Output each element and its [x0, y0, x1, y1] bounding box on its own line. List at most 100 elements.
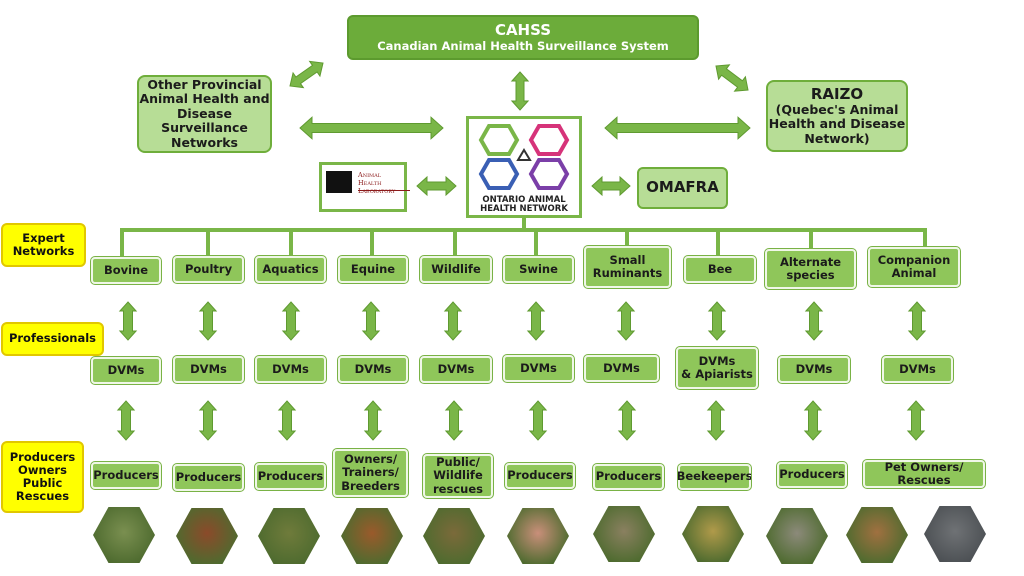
other-provincial-box: Other Provincial Animal Health and Disea…: [137, 75, 272, 153]
producer-line: Beekeepers: [676, 469, 753, 484]
row-label-line: Networks: [12, 244, 75, 258]
producer-box: Producers: [504, 462, 576, 490]
expert-network-line: Animal: [891, 266, 937, 280]
professional-box: DVMs: [337, 355, 409, 384]
expert-network-box: Wildlife: [419, 255, 493, 284]
producer-line: Owners/: [343, 452, 398, 467]
double-arrow-icon: [118, 301, 138, 341]
other-provincial-line: Surveillance: [161, 120, 248, 136]
expert-network-box: Alternate species: [764, 248, 857, 290]
raizo-line: Network): [804, 130, 870, 146]
oahn-label-line: ONTARIO ANIMAL: [482, 195, 566, 205]
producer-box: Producers: [592, 463, 665, 491]
professional-line: DVMs: [190, 361, 227, 376]
expert-network-line: Small: [609, 252, 646, 267]
professional-box: DVMs: [172, 355, 245, 384]
professional-line: DVMs: [520, 360, 557, 375]
row-label-line: Owners: [18, 462, 67, 477]
producer-line: Producers: [175, 469, 242, 484]
double-arrow-icon: [198, 400, 218, 441]
double-arrow-icon: [617, 400, 637, 441]
professional-box: DVMs: [777, 355, 851, 384]
professional-box: DVMs: [254, 355, 327, 384]
producer-line: Pet Owners/: [884, 459, 964, 474]
raizo-line: Health and Disease: [768, 116, 906, 132]
producer-box: Owners/ Trainers/ Breeders: [332, 448, 409, 498]
double-arrow-icon: [361, 301, 381, 341]
professional-line: DVMs: [272, 361, 309, 376]
expert-network-box: Bee: [683, 255, 757, 284]
double-arrow-icon: [616, 301, 636, 341]
expert-network-box: Small Ruminants: [583, 245, 672, 289]
university-shield-icon: [326, 171, 352, 193]
double-arrow-icon: [416, 175, 457, 197]
producer-line: Producers: [257, 468, 324, 483]
expert-network-box: Equine: [337, 255, 409, 284]
omafra-label: OMAFRA: [646, 178, 719, 197]
producer-line: Public/: [436, 455, 480, 470]
tree-connector: [120, 218, 927, 257]
producer-box: Pet Owners/ Rescues: [862, 459, 986, 489]
producer-box: Producers: [172, 463, 245, 492]
double-arrow-icon: [707, 301, 727, 341]
raizo-box: RAIZO (Quebec's Animal Health and Diseas…: [766, 80, 908, 152]
other-provincial-line: Disease: [177, 105, 232, 121]
expert-network-line: Alternate: [779, 254, 842, 269]
expert-network-line: Bee: [707, 261, 733, 276]
professional-line: DVMs: [354, 361, 392, 376]
oahn-label-line: HEALTH NETWORK: [480, 204, 568, 215]
producer-box: Public/ Wildlife rescues: [422, 453, 494, 499]
professional-line: DVMs: [437, 361, 475, 376]
producer-line: Producers: [779, 467, 845, 482]
producer-box: Producers: [776, 461, 848, 489]
producer-box: Producers: [90, 461, 162, 490]
expert-network-line: Wildlife: [431, 261, 481, 276]
double-arrow-icon: [803, 400, 823, 441]
double-arrow-icon: [804, 301, 824, 341]
ahl-line: Laboratory: [358, 187, 404, 196]
producer-line: rescues: [433, 481, 483, 496]
professional-line: DVMs: [698, 353, 736, 368]
double-arrow-icon: [591, 175, 631, 197]
producer-line: Breeders: [341, 478, 400, 493]
professional-box: DVMs: [90, 356, 162, 385]
producer-line: Producers: [507, 468, 573, 483]
raizo-line: (Quebec's Animal: [775, 102, 899, 118]
row-label-producers: Producers Owners Public Rescues: [1, 441, 84, 513]
double-arrow-icon: [706, 400, 726, 441]
ahl-line: Animal Health: [358, 171, 382, 187]
double-arrow-icon: [277, 400, 297, 441]
expert-network-line: Aquatics: [262, 261, 319, 276]
oahn-label: ONTARIO ANIMAL HEALTH NETWORK: [469, 195, 579, 215]
double-arrow-icon: [528, 400, 548, 441]
professional-box: DVMs: [502, 354, 575, 383]
cahss-box: CAHSS Canadian Animal Health Surveillanc…: [347, 15, 699, 60]
expert-network-line: Swine: [519, 261, 558, 276]
row-label-expert-networks: Expert Networks: [1, 223, 86, 267]
expert-network-box: Bovine: [90, 256, 162, 285]
cahss-title: CAHSS: [494, 21, 552, 40]
double-arrow-icon: [299, 116, 444, 140]
double-arrow-icon: [510, 71, 530, 111]
expert-network-line: Companion: [877, 252, 951, 267]
double-arrow-icon: [198, 301, 218, 341]
other-provincial-line: Other Provincial: [147, 77, 262, 93]
row-label-line: Producers: [9, 449, 76, 464]
row-label-professionals: Professionals: [1, 322, 104, 356]
professional-box: DVMs: [583, 354, 660, 383]
oahn-logo: ONTARIO ANIMAL HEALTH NETWORK: [466, 116, 582, 218]
expert-network-box: Swine: [502, 255, 575, 284]
professional-line: DVMs: [603, 360, 640, 375]
professional-line: DVMs: [899, 361, 936, 376]
professional-line: & Apiarists: [681, 367, 753, 381]
producer-line: Producers: [93, 467, 159, 482]
double-arrow-icon: [526, 301, 546, 341]
expert-network-box: Poultry: [172, 255, 245, 284]
row-label-line: Rescues: [15, 489, 70, 504]
expert-network-line: Bovine: [103, 262, 149, 277]
ahl-label: Animal Health Laboratory: [358, 171, 404, 196]
professional-line: DVMs: [795, 361, 833, 376]
row-label-line: Expert: [22, 230, 65, 245]
cahss-subtitle: Canadian Animal Health Surveillance Syst…: [377, 38, 669, 53]
